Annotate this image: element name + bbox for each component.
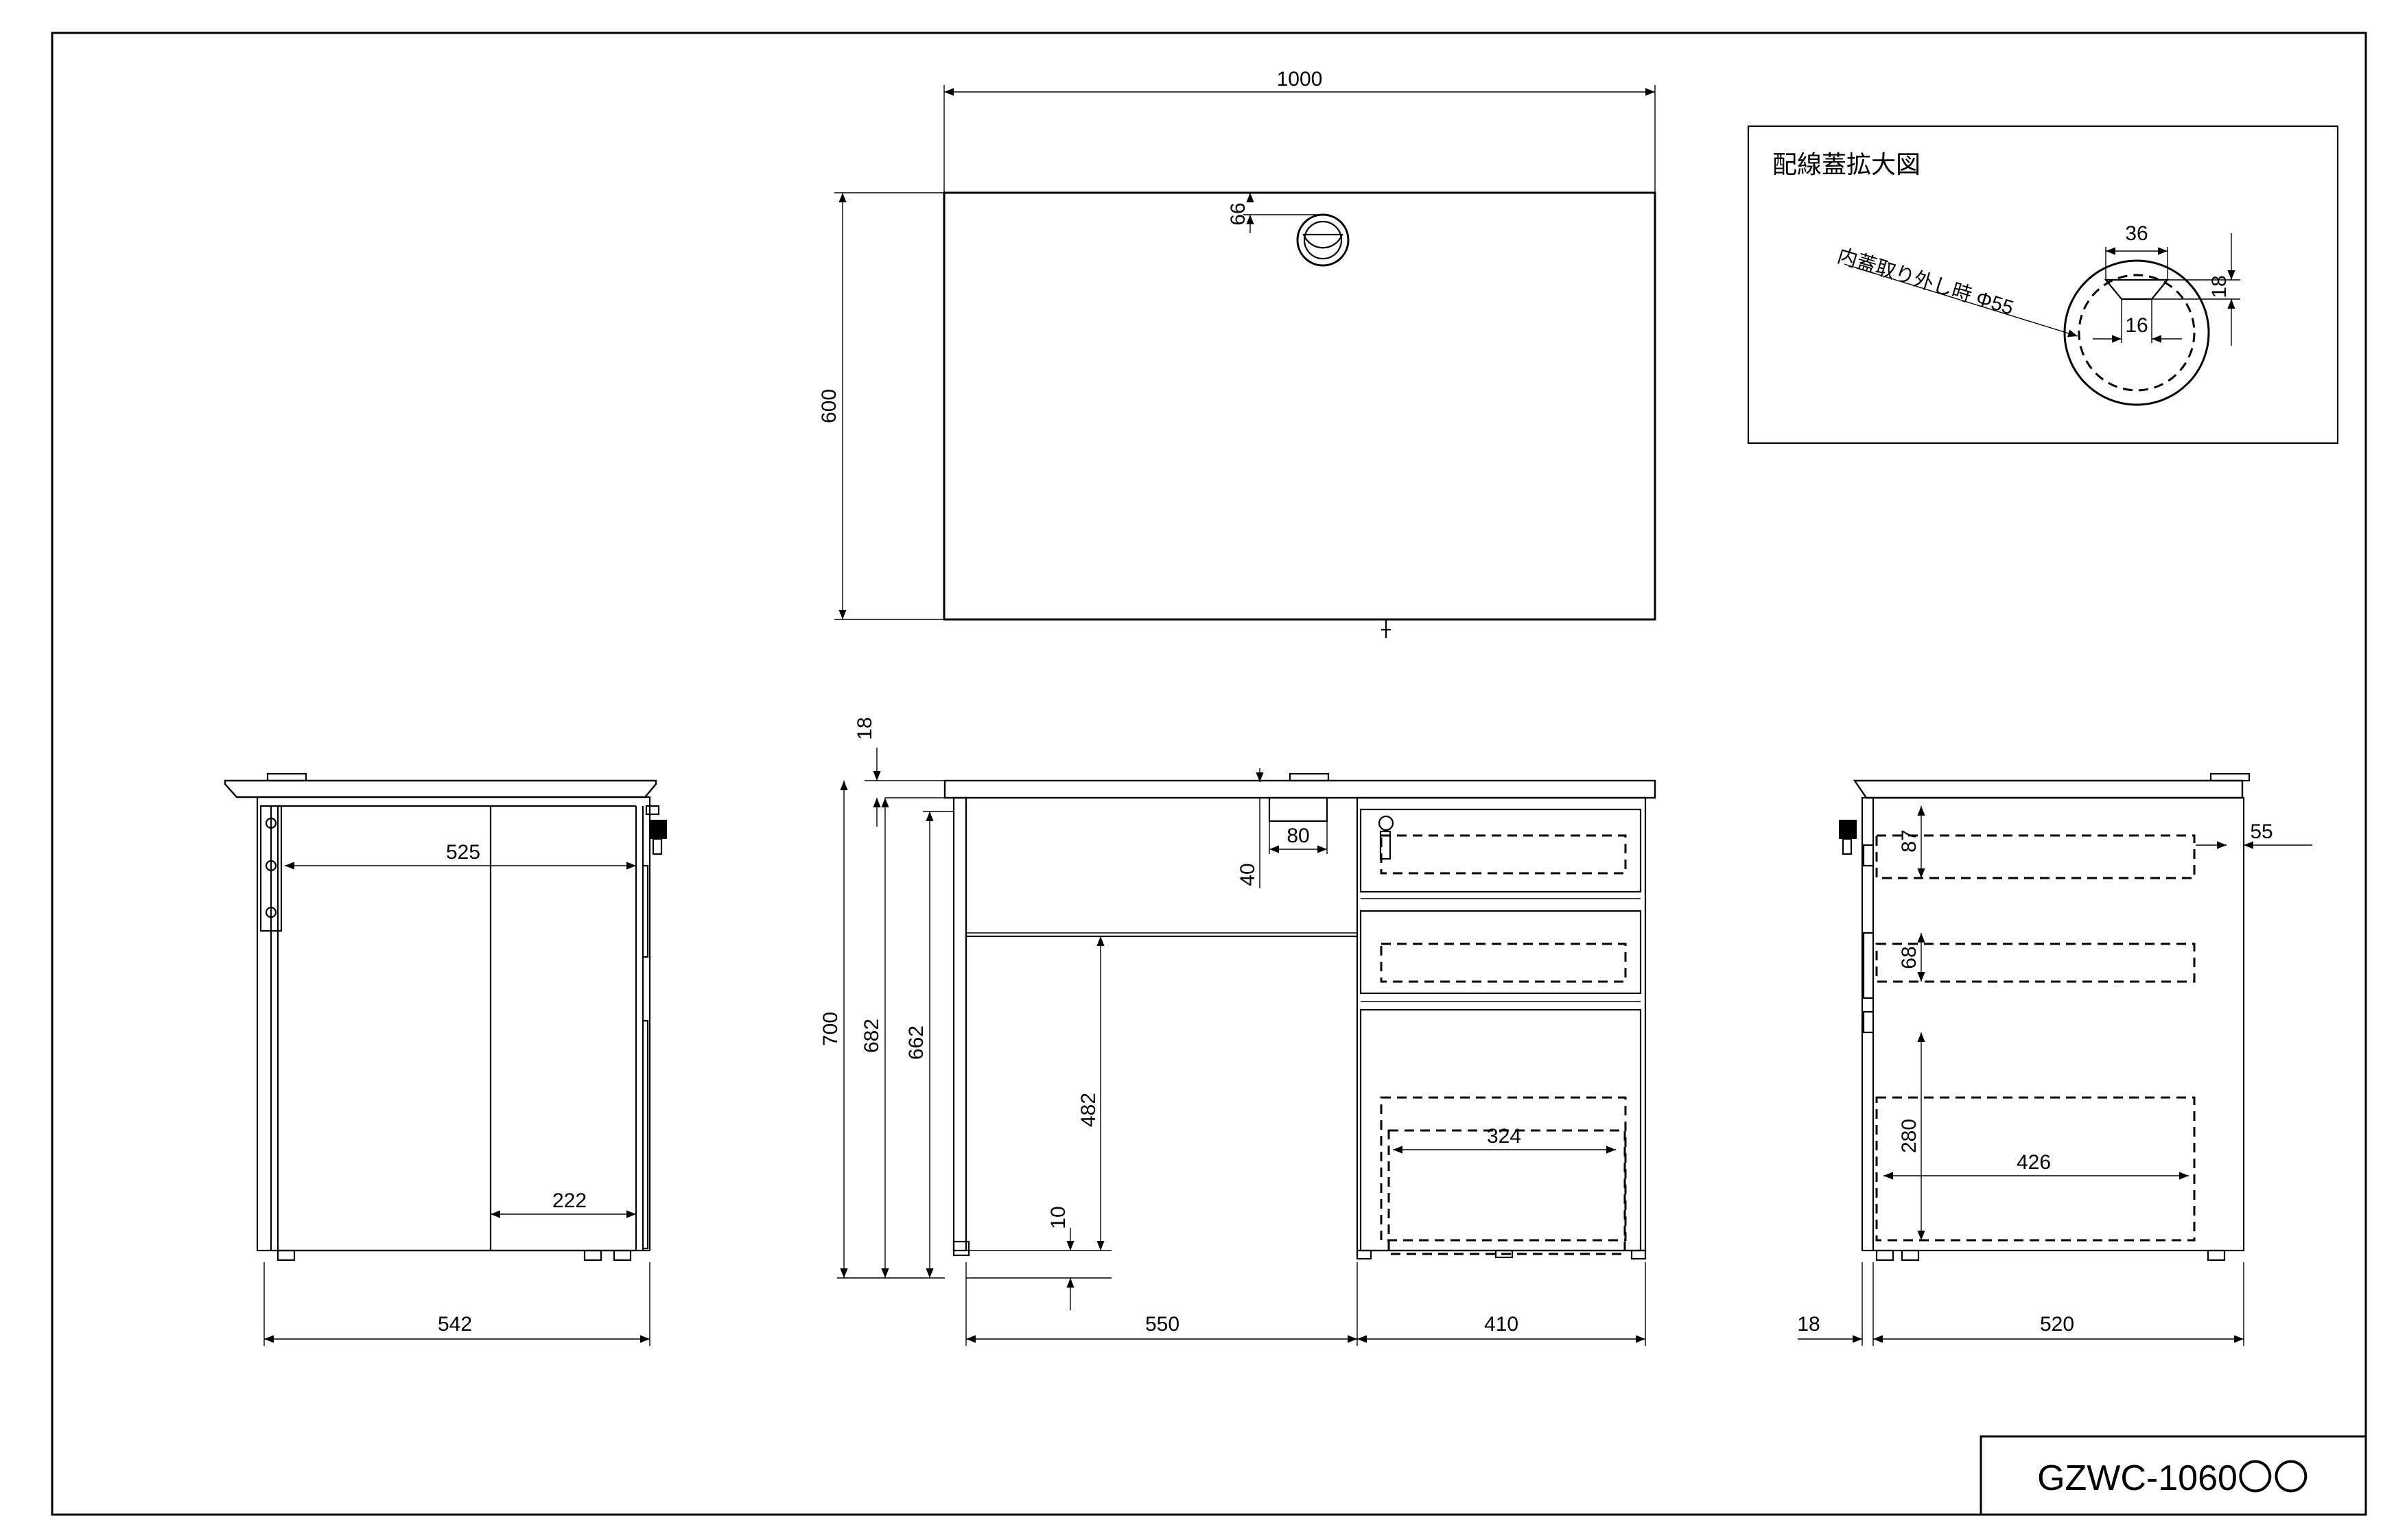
top-dim-1000: 1000 xyxy=(1277,68,1323,91)
right-dim-55: 55 xyxy=(2250,820,2273,843)
right-dim-280: 280 xyxy=(1898,1119,1921,1153)
detail-dim-18: 18 xyxy=(2208,275,2231,298)
detail-title: 配線蓋拡大図 xyxy=(1772,150,1921,178)
top-view: 1000 600 66 xyxy=(818,68,1656,638)
front-dim-80: 80 xyxy=(1287,825,1309,847)
front-dim-700: 700 xyxy=(819,1012,842,1046)
front-dim-40: 40 xyxy=(1236,863,1259,886)
front-dim-324: 324 xyxy=(1487,1125,1521,1148)
right-dim-68: 68 xyxy=(1898,946,1921,969)
left-dim-222: 222 xyxy=(552,1189,587,1212)
front-dim-682: 682 xyxy=(860,1019,883,1053)
left-dim-525: 525 xyxy=(446,841,480,864)
top-dim-600: 600 xyxy=(818,389,841,423)
front-dim-410: 410 xyxy=(1484,1313,1518,1336)
front-dim-18: 18 xyxy=(854,717,876,739)
grommet-detail: 配線蓋拡大図 36 18 16 内蓋取り外し時 Φ55 xyxy=(1747,125,2339,445)
left-dim-542: 542 xyxy=(438,1313,472,1336)
model-code: GZWC-1060〇〇 xyxy=(2037,1458,2309,1498)
title-block: GZWC-1060〇〇 xyxy=(1980,1435,2367,1516)
detail-note: 内蓋取り外し時 Φ55 xyxy=(1835,244,2016,319)
front-dim-550: 550 xyxy=(1145,1313,1179,1336)
right-dim-520: 520 xyxy=(2040,1313,2074,1336)
right-dim-18: 18 xyxy=(1797,1313,1820,1336)
detail-dim-36: 36 xyxy=(2125,222,2148,245)
right-dim-87: 87 xyxy=(1898,829,1921,852)
detail-dim-16: 16 xyxy=(2125,314,2148,337)
right-dim-426: 426 xyxy=(2017,1151,2051,1174)
top-dim-66: 66 xyxy=(1227,202,1249,225)
right-side-view: 87 55 68 280 426 18 520 xyxy=(1797,772,2312,1346)
front-dim-662: 662 xyxy=(905,1026,928,1060)
front-view: 18 700 682 662 80 40 482 10 324 55 xyxy=(819,717,1656,1346)
front-dim-482: 482 xyxy=(1077,1093,1100,1127)
left-side-view: 525 222 542 xyxy=(224,772,667,1346)
front-dim-10: 10 xyxy=(1047,1206,1070,1229)
drawing-frame xyxy=(51,32,2367,1516)
